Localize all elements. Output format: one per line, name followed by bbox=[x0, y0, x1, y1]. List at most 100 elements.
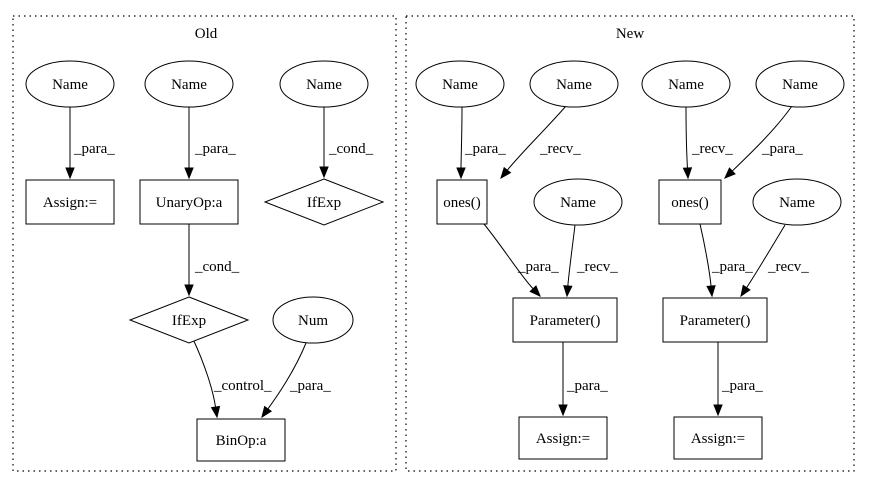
edge-line bbox=[746, 224, 786, 288]
node-label: Assign:= bbox=[43, 195, 97, 211]
node-ellipse bbox=[641, 60, 731, 108]
node-label: Name bbox=[442, 77, 478, 93]
edge-arrowhead bbox=[500, 166, 512, 180]
node-o_binop: BinOp:a bbox=[196, 418, 286, 462]
edge-line bbox=[731, 105, 793, 172]
node-label: IfExp bbox=[172, 313, 206, 329]
edge-n_ones1-to-n_param1: _para_ bbox=[483, 223, 559, 297]
node-o_name1: Name bbox=[25, 60, 115, 108]
node-n_name6: Name bbox=[752, 178, 842, 226]
edge-label: _recv_ bbox=[767, 259, 809, 275]
edge-arrowhead bbox=[184, 284, 194, 297]
edge-n_name4-to-n_ones2: _para_ bbox=[724, 105, 803, 179]
node-n_name3: Name bbox=[641, 60, 731, 108]
edge-arrowhead bbox=[713, 404, 723, 417]
edge-arrowhead bbox=[724, 167, 736, 179]
edge-n_param1-to-n_assign1: _para_ bbox=[558, 341, 608, 417]
node-ellipse bbox=[144, 60, 234, 108]
node-label: Name bbox=[779, 195, 815, 211]
node-o_ifexp_top: IfExp bbox=[263, 178, 385, 226]
node-n_assign1: Assign:= bbox=[518, 416, 608, 460]
node-ellipse bbox=[279, 60, 369, 108]
node-n_assign2: Assign:= bbox=[673, 416, 763, 460]
edge-o_name3-to-o_ifexp_top: _cond_ bbox=[319, 107, 374, 179]
node-label: Name bbox=[306, 77, 342, 93]
edge-arrowhead bbox=[558, 404, 568, 417]
node-label: BinOp:a bbox=[216, 433, 267, 449]
edge-n_name5-to-n_param1: _recv_ bbox=[563, 224, 618, 298]
edge-arrowhead bbox=[682, 167, 693, 180]
node-label: Parameter() bbox=[680, 313, 751, 329]
node-label: IfExp bbox=[307, 195, 341, 211]
edge-n_name3-to-n_ones2: _recv_ bbox=[682, 106, 733, 180]
node-label: Parameter() bbox=[530, 313, 601, 329]
node-box bbox=[518, 416, 608, 460]
edge-arrowhead bbox=[210, 405, 221, 419]
edge-label: _recv_ bbox=[576, 259, 618, 275]
node-label: Num bbox=[298, 313, 328, 329]
node-label: ones() bbox=[671, 195, 709, 211]
edge-arrowhead bbox=[706, 285, 716, 298]
edge-line bbox=[192, 338, 217, 408]
node-label: Name bbox=[556, 77, 592, 93]
node-n_name5: Name bbox=[533, 178, 623, 226]
node-box bbox=[25, 179, 115, 225]
node-ellipse bbox=[25, 60, 115, 108]
edge-line bbox=[699, 223, 712, 287]
node-n_ones1: ones() bbox=[436, 179, 488, 225]
edge-line bbox=[685, 106, 688, 169]
node-n_param1: Parameter() bbox=[512, 297, 618, 343]
edge-arrowhead bbox=[65, 167, 75, 180]
edge-n_name1-to-n_ones1: _para_ bbox=[456, 106, 506, 180]
cluster-new-border bbox=[405, 15, 855, 472]
edge-line bbox=[460, 106, 463, 169]
node-ellipse bbox=[415, 60, 505, 108]
node-diamond bbox=[263, 178, 385, 226]
edge-o_name1-to-o_assign: _para_ bbox=[65, 107, 115, 180]
node-n_ones2: ones() bbox=[658, 179, 722, 225]
node-label: Name bbox=[171, 77, 207, 93]
node-box bbox=[662, 297, 768, 343]
edges-layer: _para_ _para_ _cond_ _cond_ _control_ _para_ _… bbox=[65, 105, 809, 419]
cluster-new: New bbox=[405, 15, 855, 472]
node-label: Name bbox=[782, 77, 818, 93]
node-ellipse bbox=[529, 60, 619, 108]
node-box bbox=[673, 416, 763, 460]
node-ellipse bbox=[755, 60, 845, 108]
edge-o_ifexp-to-o_binop: _control_ bbox=[192, 338, 272, 419]
node-box bbox=[196, 418, 286, 462]
edge-label: _para_ bbox=[73, 141, 115, 157]
node-label: UnaryOp:a bbox=[156, 195, 223, 211]
edge-label: _para_ bbox=[721, 378, 763, 394]
edge-arrowhead bbox=[319, 166, 329, 179]
edge-label: _control_ bbox=[213, 378, 272, 394]
node-box bbox=[512, 297, 618, 343]
node-label: Assign:= bbox=[691, 431, 745, 447]
node-box bbox=[139, 179, 239, 225]
node-o_name2: Name bbox=[144, 60, 234, 108]
node-ellipse bbox=[752, 178, 842, 226]
edge-label: _para_ bbox=[517, 259, 559, 275]
edge-n_name6-to-n_param2: _recv_ bbox=[740, 224, 809, 298]
cluster-old-label: Old bbox=[195, 26, 218, 42]
edge-n_name2-to-n_ones1: _recv_ bbox=[500, 105, 581, 180]
node-label: ones() bbox=[443, 195, 481, 211]
edge-line bbox=[506, 105, 567, 171]
edge-arrowhead bbox=[529, 285, 541, 297]
edge-label: _para_ bbox=[289, 378, 331, 394]
edge-label: _para_ bbox=[761, 141, 803, 157]
node-o_ifexp: IfExp bbox=[128, 296, 250, 344]
edge-o_name2-to-o_unary: _para_ bbox=[184, 106, 236, 180]
node-label: Assign:= bbox=[536, 431, 590, 447]
node-o_name3: Name bbox=[279, 60, 369, 108]
node-o_assign: Assign:= bbox=[25, 179, 115, 225]
edge-label: _recv_ bbox=[539, 141, 581, 157]
edge-label: _para_ bbox=[464, 141, 506, 157]
edge-o_unary-to-o_ifexp: _cond_ bbox=[184, 223, 240, 297]
edge-label: _cond_ bbox=[194, 259, 240, 275]
edge-label: _para_ bbox=[566, 378, 608, 394]
node-n_name1: Name bbox=[415, 60, 505, 108]
cluster-new-label: New bbox=[616, 26, 644, 42]
